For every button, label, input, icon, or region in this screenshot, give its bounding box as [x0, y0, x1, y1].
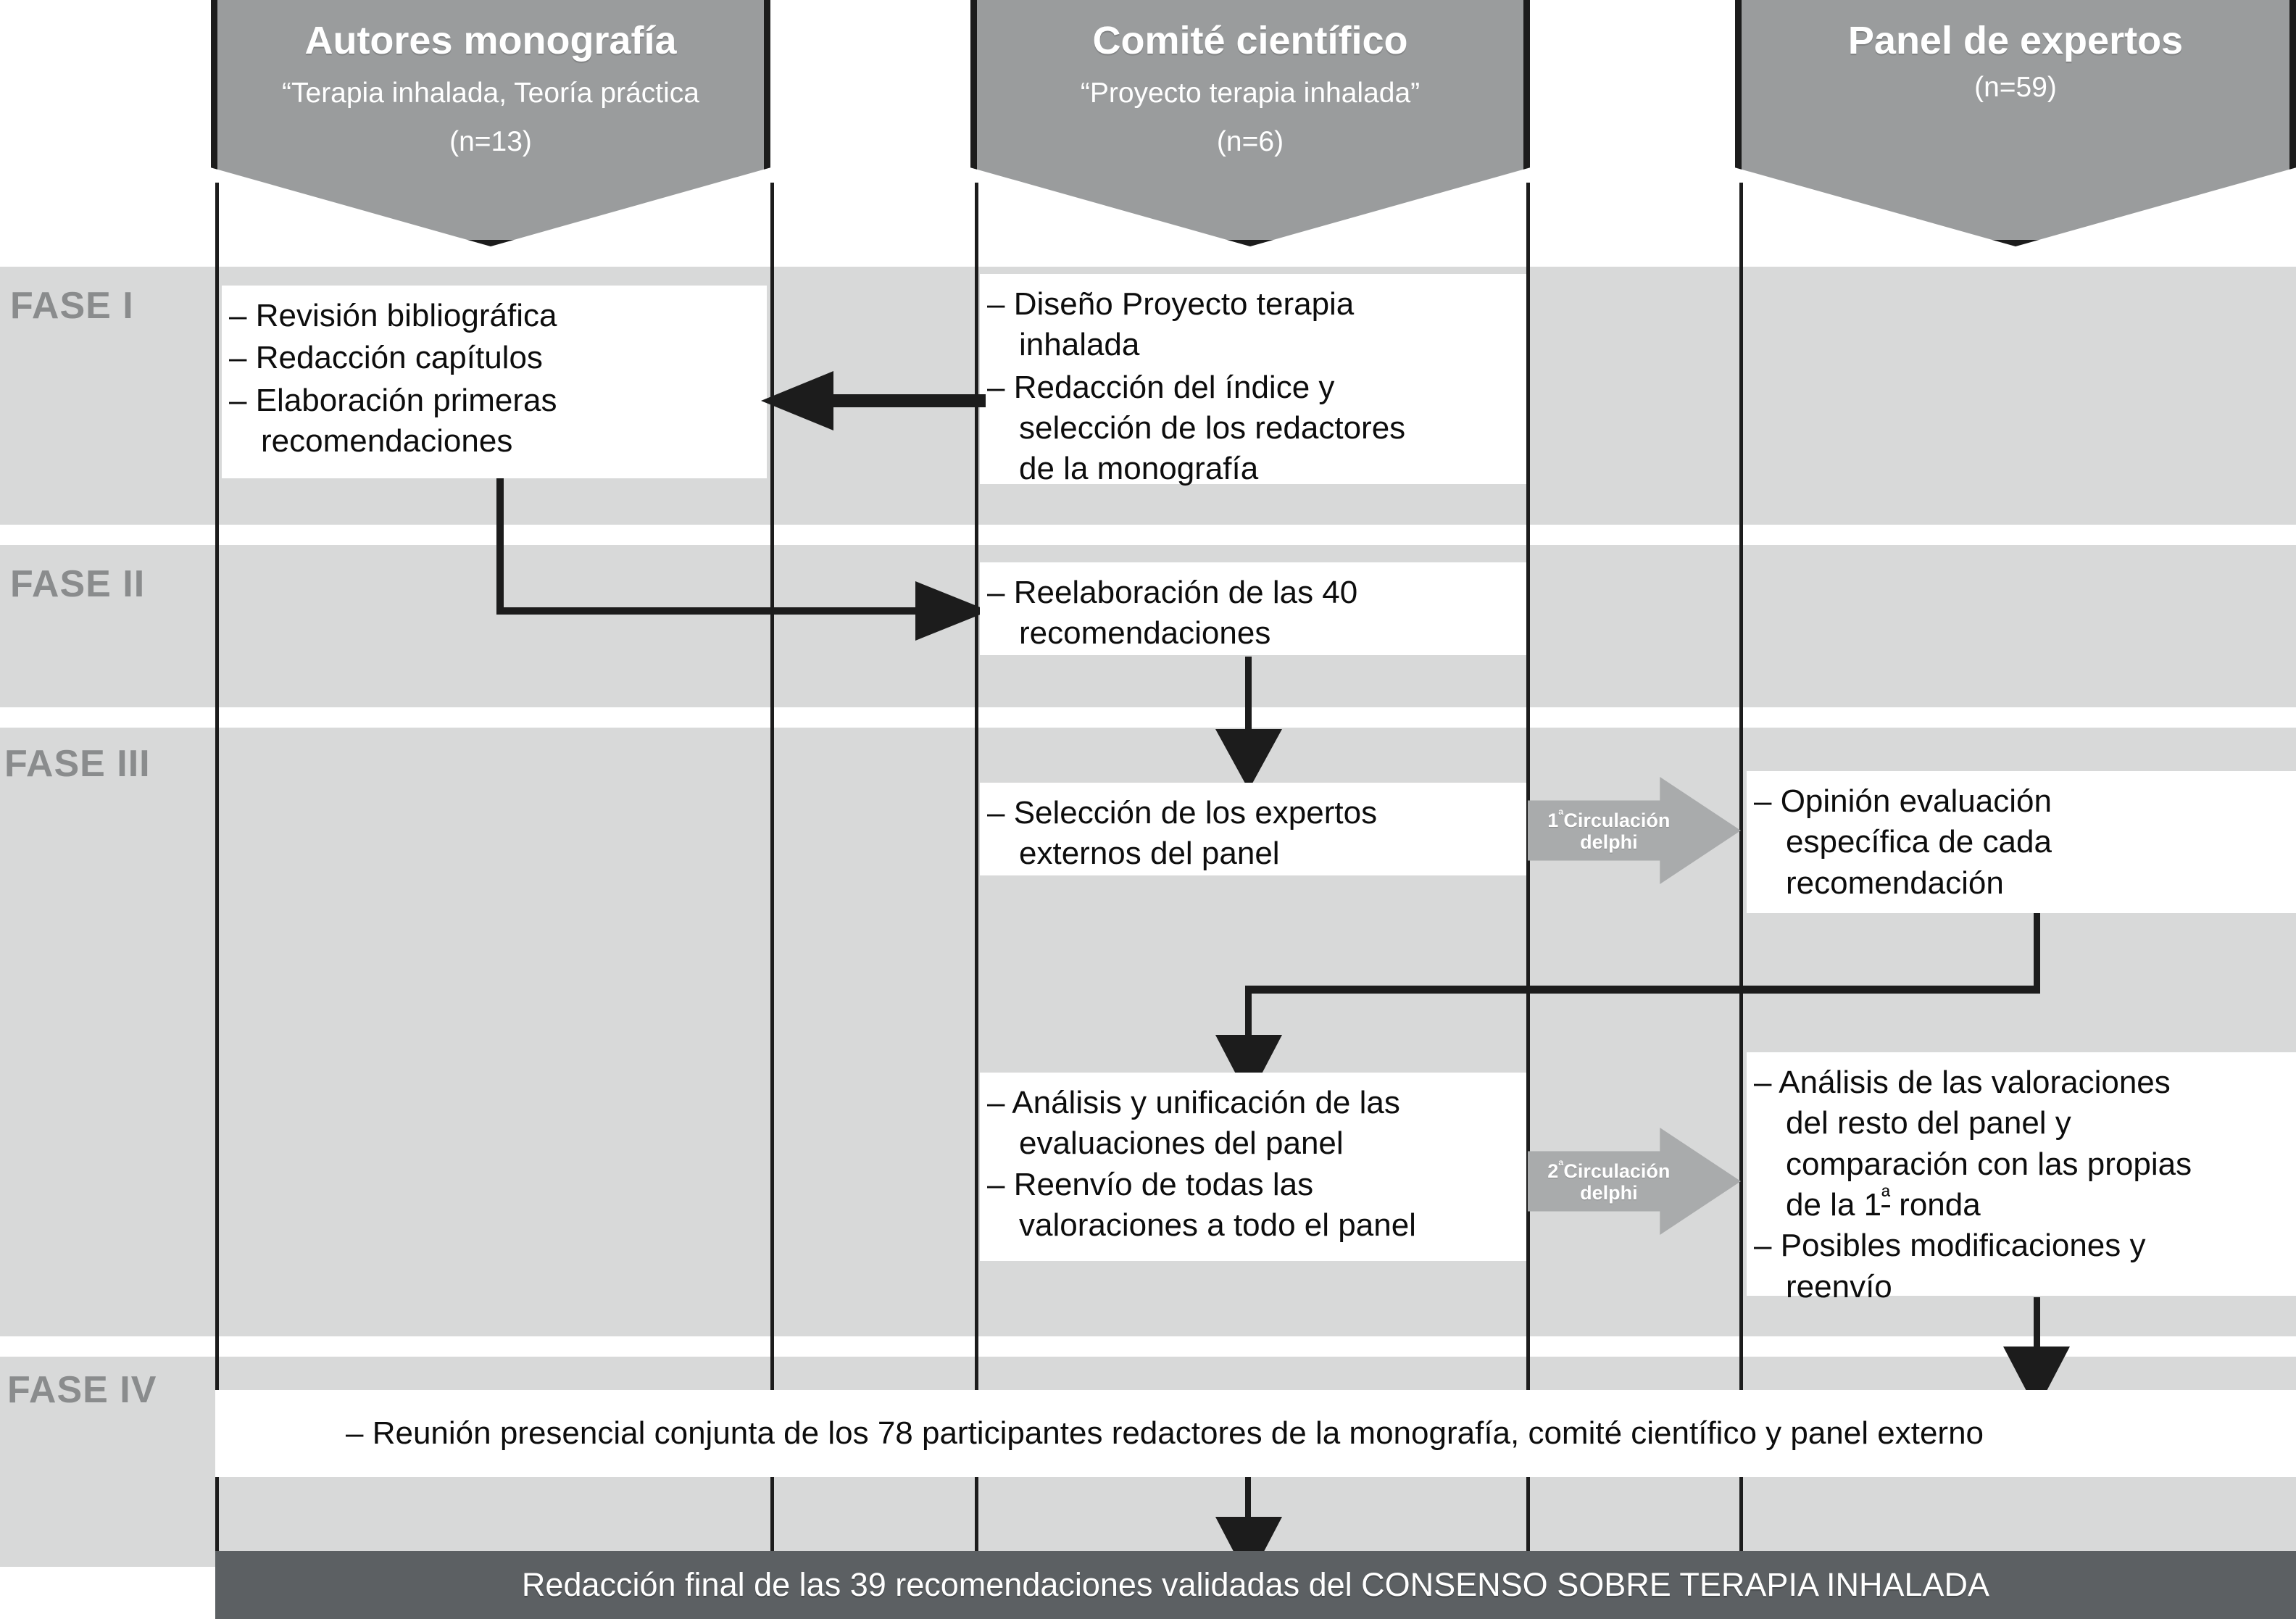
arrow-panel-to-comite — [1215, 1035, 1282, 1099]
lane-line-autores-left — [215, 183, 219, 1619]
lane-line-panel-left — [1739, 183, 1743, 1619]
delphi-ordinal: ª — [1558, 1158, 1564, 1174]
header-title-panel: Panel de expertos — [1847, 19, 2184, 62]
box-fase4-reunion: – Reunión presencial conjunta de los 78 … — [215, 1390, 2296, 1477]
connector-autores-right — [496, 607, 917, 615]
box-line: recomendaciones — [261, 423, 513, 459]
phase-label-2: FASE II — [10, 563, 146, 605]
box-autores-fase1: – Revisión bibliográfica – Redacción cap… — [222, 286, 767, 478]
box-line: – Posibles modificaciones y — [1754, 1228, 2146, 1264]
box-line: – Reenvío de todas las — [987, 1166, 1314, 1202]
lane-line-comite-right — [1526, 183, 1530, 1619]
delphi-label-2: 2ªCirculación delphi — [1528, 1159, 1686, 1204]
connector-panel-to-comite-down — [1245, 986, 1252, 1065]
delphi-word: Circulación — [1563, 1160, 1671, 1182]
box-line: evaluaciones del panel — [1019, 1125, 1344, 1162]
connector-panel-to-fase4 — [2034, 1297, 2040, 1362]
delphi-ordinal: ª — [1558, 807, 1564, 823]
header-subtitle-comite: “Proyecto terapia inhalada” — [1080, 77, 1421, 109]
box-line: – Reelaboración de las 40 — [987, 575, 1358, 610]
header-count-autores: (n=13) — [449, 125, 532, 157]
box-panel-fase3a: – Opinión evaluación específica de cada … — [1747, 771, 2296, 913]
phase-label-4: FASE IV — [7, 1369, 157, 1411]
box-panel-fase3b: – Análisis de las valoraciones del resto… — [1747, 1052, 2296, 1304]
fase4-text: – Reunión presencial conjunta de los 78 … — [346, 1415, 1984, 1451]
arrow-comite-to-autores — [761, 371, 986, 430]
header-subtitle-autores: “Terapia inhalada, Teoría práctica — [282, 77, 699, 109]
delphi-word2: delphi — [1580, 831, 1638, 853]
box-line: reenvío — [1786, 1268, 1892, 1304]
panel-line4-pre: de la 1 — [1786, 1186, 1882, 1223]
phase-label-3: FASE III — [4, 743, 151, 785]
header-autores-monografia: Autores monografía “Terapia inhalada, Te… — [211, 0, 770, 246]
final-bar-text: Redacción final de las 39 recomendacione… — [521, 1566, 1990, 1603]
box-line: inhalada — [1019, 327, 1140, 363]
box-line: – Diseño Proyecto terapia — [987, 286, 1355, 322]
connector-panel-down — [2034, 913, 2040, 991]
arrow-autores-to-comite — [915, 581, 989, 641]
box-line: – Revisión bibliográfica — [229, 298, 557, 333]
box-line: – Elaboración primeras — [229, 382, 557, 418]
header-count-panel: (n=59) — [1974, 71, 2057, 103]
arrow-comite-f2-f3 — [1215, 729, 1282, 790]
box-line: – Redacción capítulos — [229, 340, 543, 376]
delphi-word: Circulación — [1563, 809, 1671, 831]
panel-line4-post: ronda — [1889, 1186, 1981, 1223]
box-line: selección de los redactores — [1019, 409, 1406, 446]
header-comite-cientifico: Comité científico “Proyecto terapia inha… — [970, 0, 1530, 246]
box-line: de la 1ª ronda — [1754, 1183, 2286, 1225]
connector-autores-down — [496, 478, 504, 615]
box-line: de la monografía — [1019, 451, 1259, 487]
box-comite-fase3a: – Selección de los expertos externos del… — [980, 783, 1526, 875]
box-line: – Selección de los expertos — [987, 795, 1378, 831]
header-title-autores: Autores monografía — [304, 19, 677, 62]
delphi-label-1: 1ªCirculación delphi — [1528, 808, 1686, 853]
box-comite-fase2: – Reelaboración de las 40 recomendacione… — [980, 562, 1526, 655]
arrow-panel-to-fase4 — [2003, 1347, 2070, 1410]
box-line: del resto del panel y — [1786, 1105, 2071, 1141]
box-line: comparación con las propias — [1786, 1146, 2192, 1182]
delphi-word2: delphi — [1580, 1182, 1638, 1204]
box-line: – Análisis y unificación de las — [987, 1085, 1400, 1120]
connector-comite-f2-f3 — [1245, 657, 1252, 744]
connector-panel-left — [1245, 986, 2040, 994]
header-title-comite: Comité científico — [1092, 19, 1408, 62]
lane-line-autores-right — [770, 183, 774, 1619]
box-comite-fase1: – Diseño Proyecto terapia inhalada – Red… — [980, 274, 1526, 486]
phase-label-1: FASE I — [10, 285, 134, 327]
final-consensus-bar: Redacción final de las 39 recomendacione… — [215, 1551, 2296, 1619]
lane-line-comite-left — [975, 183, 978, 1619]
box-line: externos del panel — [1019, 836, 1280, 872]
box-line: recomendación — [1786, 865, 2004, 901]
arrow-fase4-to-final — [1215, 1517, 1282, 1581]
box-line: específica de cada — [1786, 824, 2052, 860]
panel-line4-ordinal: ª — [1881, 1183, 1890, 1210]
delphi-round-number: 1 — [1547, 809, 1559, 831]
box-line: recomendaciones — [1019, 615, 1271, 652]
box-line: – Análisis de las valoraciones — [1754, 1065, 2171, 1100]
box-comite-fase3b: – Análisis y unificación de las evaluaci… — [980, 1073, 1526, 1261]
header-panel-expertos: Panel de expertos (n=59) — [1735, 0, 2296, 246]
box-line: – Redacción del índice y — [987, 369, 1335, 405]
box-line: – Opinión evaluación — [1754, 783, 2052, 819]
box-line: valoraciones a todo el panel — [1019, 1207, 1416, 1243]
header-count-comite: (n=6) — [1216, 125, 1284, 157]
connector-fase4-to-final — [1245, 1477, 1251, 1542]
delphi-round-number: 2 — [1547, 1160, 1559, 1182]
